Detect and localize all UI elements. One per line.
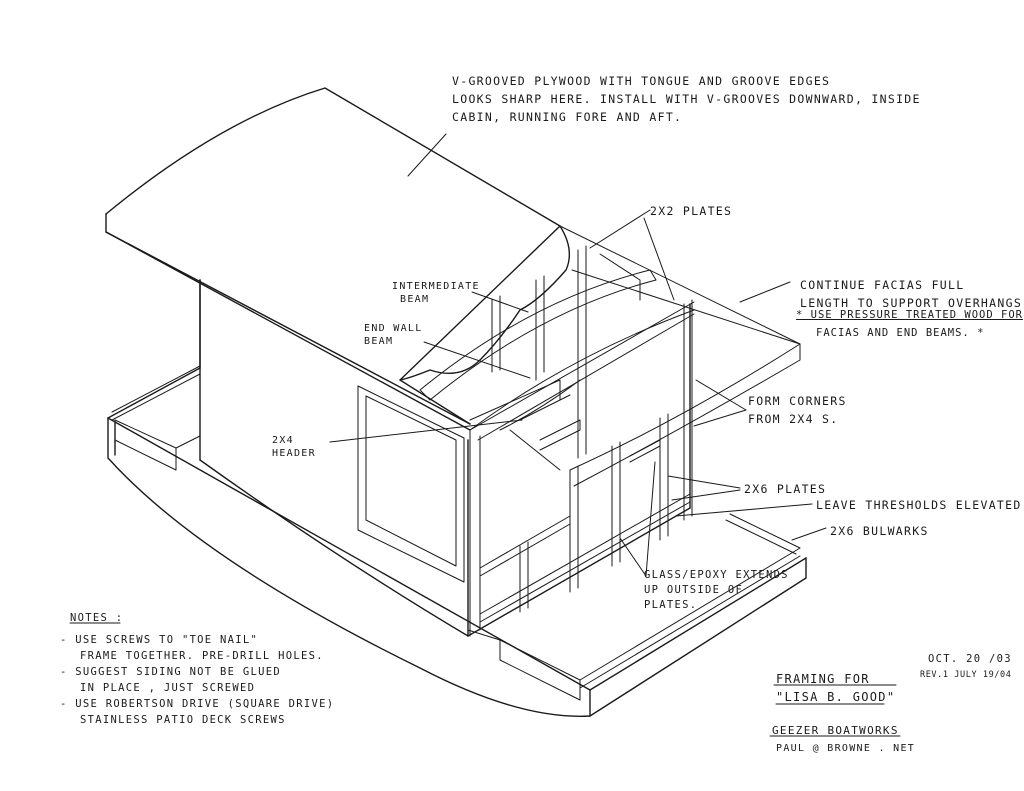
revision-note: REV.1 JULY 19/04 [920,670,1012,680]
bulwarks-callout: 2x6 BULWARKS [830,524,929,538]
plywood-callout: V-GROOVED PLYWOOD WITH TONGUE AND GROOVE… [452,72,921,126]
note-item-1: - USE SCREWS TO "TOE NAIL" FRAME TOGETHE… [60,632,334,664]
intermediate-beam-line-2: BEAM [400,294,430,305]
title-underlines [69,622,901,737]
facias-line-2: LENGTH TO SUPPORT OVERHANGS. [800,296,1024,310]
header-2x4-line-2: HEADER [272,448,316,459]
note-3-line-2: STAINLESS PATIO DECK SCREWS [80,714,286,726]
header-2x4-line-1: 2x4 [272,435,294,446]
roof [105,87,571,431]
glass-epoxy-line-3: PLATES. [644,599,698,611]
end-wall-beam-callout: END WALL BEAM [364,322,423,348]
facias-line-1: CONTINUE FACIAS FULL [800,278,965,292]
facias-callout: CONTINUE FACIAS FULL LENGTH TO SUPPORT O… [800,276,1024,312]
plates-2x2-callout: 2x2 PLATES [650,204,733,218]
roof-beams [419,225,801,487]
note-1-line-1: - USE SCREWS TO "TOE NAIL" [60,634,259,646]
plywood-callout-line-3: CABIN, RUNNING FORE AND AFT. [452,110,683,124]
contact-email: PAUL @ BROWNE . NET [776,743,916,754]
intermediate-beam-callout: INTERMEDIATE BEAM [392,280,480,306]
drawing-title: FRAMING FOR "LISA B. GOOD" [776,670,895,706]
plywood-callout-line-1: V-GROOVED PLYWOOD WITH TONGUE AND GROOVE… [452,74,831,88]
header-2x4-callout: 2x4 HEADER [272,434,316,460]
bulwarks [111,365,801,701]
note-1-line-2: FRAME TOGETHER. PRE-DRILL HOLES. [80,650,324,662]
intermediate-beam-line-1: INTERMEDIATE [392,281,480,292]
note-item-3: - USE ROBERTSON DRIVE (SQUARE DRIVE) STA… [60,696,334,728]
form-corners-line-2: FROM 2x4 s. [748,412,839,426]
note-3-line-1: - USE ROBERTSON DRIVE (SQUARE DRIVE) [60,698,335,710]
note-2-line-2: IN PLACE , JUST SCREWED [80,682,256,694]
note-2-line-1: - SUGGEST SIDING NOT BE GLUED [60,666,282,678]
company-name: GEEZER BOATWORKS [772,724,899,737]
drawing-title-line-1: FRAMING FOR [776,672,870,686]
end-wall-beam-line-2: BEAM [364,336,394,347]
glass-epoxy-line-2: UP OUTSIDE OF [644,584,744,596]
pressure-treated-line-1: * USE PRESSURE TREATED WOOD FOR [796,309,1023,321]
pressure-treated-note: * USE PRESSURE TREATED WOOD FOR FACIAS A… [796,306,1023,342]
drawing-title-line-2: "LISA B. GOOD" [776,690,896,704]
leader-lines [329,133,827,577]
plates-2x6-callout: 2x6 PLATES [744,482,827,496]
glass-epoxy-line-1: GLASS/EPOXY EXTENDS [644,569,789,581]
pressure-treated-line-2: FACIAS AND END BEAMS. * [816,327,985,339]
notes-heading: NOTES : [70,612,124,624]
form-corners-callout: FORM CORNERS FROM 2x4 s. [748,392,847,428]
end-wall-beam-line-1: END WALL [364,323,423,334]
notes-block: NOTES : - USE SCREWS TO "TOE NAIL" FRAME… [60,610,334,728]
form-corners-line-1: FORM CORNERS [748,394,847,408]
note-item-2: - SUGGEST SIDING NOT BE GLUED IN PLACE ,… [60,664,334,696]
side-window [357,385,465,583]
drawing-date: OCT. 20 /03 [928,653,1012,665]
glass-epoxy-callout: GLASS/EPOXY EXTENDS UP OUTSIDE OF PLATES… [644,568,789,613]
plywood-callout-line-2: LOOKS SHARP HERE. INSTALL WITH V-GROOVES… [452,92,921,106]
thresholds-callout: LEAVE THRESHOLDS ELEVATED. [816,498,1024,512]
cabin-walls [199,279,691,637]
